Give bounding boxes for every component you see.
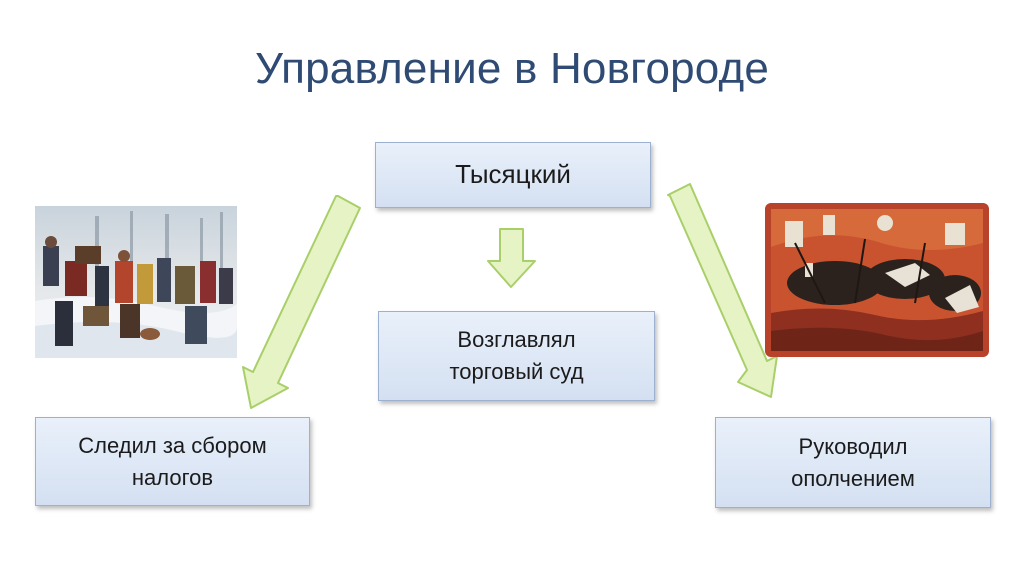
box-trade-court-line-1: Возглавлял [457, 327, 576, 353]
box-taxes-line-1: Следил за сбором [78, 432, 267, 458]
box-trade-court-line-2: торговый суд [449, 359, 584, 384]
arrow-to-middle-box [487, 228, 536, 288]
box-militia-line-1: Руководил [798, 433, 908, 459]
box-trade-court: Возглавлял торговый суд [378, 311, 655, 401]
box-militia: Руководил ополчением [715, 417, 991, 508]
box-taxes-line-2: налогов [131, 464, 214, 490]
arrow-to-right-box [667, 183, 778, 398]
box-militia-line-2: ополчением [791, 465, 915, 491]
box-tysyatsky-label: Тысяцкий [455, 159, 571, 190]
winter-battle-scene-painting [35, 206, 237, 358]
arrow-to-left-box [242, 195, 361, 409]
box-taxes: Следил за сбором налогов [35, 417, 310, 506]
red-icon-battle-painting [765, 203, 989, 357]
page-title: Управление в Новгороде [254, 44, 770, 93]
box-tysyatsky: Тысяцкий [375, 142, 651, 208]
